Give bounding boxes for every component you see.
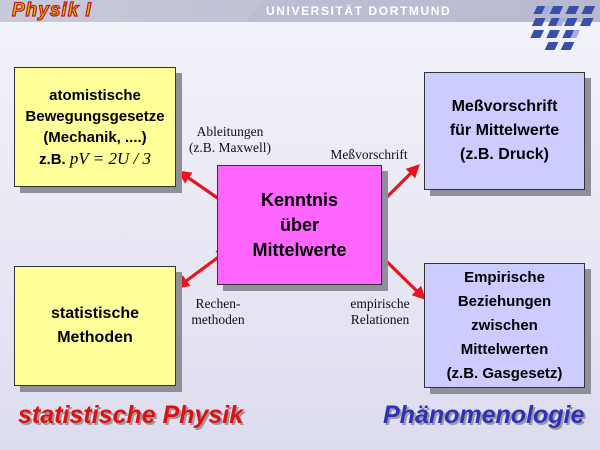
edge-label-measurement: Meßvorschrift — [318, 147, 420, 163]
university-tab — [247, 0, 452, 22]
university-name: UNIVERSITÄT DORTMUND — [266, 4, 452, 18]
empirical-line-2: Beziehungen — [457, 292, 552, 310]
atomistic-line-3: (Mechanik, ....) — [43, 128, 147, 146]
university-logo-icon — [530, 6, 596, 50]
empirical-line-5: (z.B. Gasgesetz) — [446, 364, 563, 382]
measurement-line-3: (z.B. Druck) — [460, 146, 549, 163]
edge-label-derivations: Ableitungen (z.B. Maxwell) — [178, 124, 282, 156]
course-title: Physik I — [11, 0, 92, 22]
edge-label-empirical: empirische Relationen — [335, 296, 425, 328]
center-line-2: über — [279, 214, 319, 235]
statistical-line-2: Methoden — [57, 329, 133, 346]
formula: pV = 2U / 3 — [69, 148, 151, 168]
empirical-edge-line-1: empirische — [350, 296, 410, 311]
empirical-relations-box: Empirische Beziehungen zwischen Mittelwe… — [424, 263, 585, 388]
derivations-line-1: Ableitungen — [196, 124, 264, 139]
atomistic-line-1: atomistische — [49, 86, 141, 104]
center-knowledge-box: Kenntnis über Mittelwerte — [217, 165, 382, 285]
empirical-line-4: Mittelwerten — [460, 340, 549, 358]
measurement-line-1: Meßvorschrift — [451, 98, 558, 115]
statistical-methods-box: statistische Methoden — [14, 266, 176, 386]
edge-label-computational: Rechen- methoden — [178, 296, 258, 328]
statistical-line-1: statistische — [50, 305, 140, 322]
formula-prefix: z.B. — [39, 150, 66, 168]
formula-line: z.B. pV = 2U / 3 — [39, 148, 151, 170]
center-line-3: Mittelwerte — [252, 239, 347, 260]
footer-statistical-physics: statistische Physik — [18, 401, 244, 429]
measurement-edge-line-1: Meßvorschrift — [330, 147, 408, 162]
center-line-1: Kenntnis — [260, 189, 338, 210]
derivations-line-2: (z.B. Maxwell) — [188, 140, 272, 155]
computational-line-2: methoden — [191, 312, 245, 327]
empirical-edge-line-2: Relationen — [350, 312, 410, 327]
computational-line-1: Rechen- — [195, 296, 241, 311]
measurement-line-2: für Mittelwerte — [449, 122, 560, 139]
empirical-line-3: zwischen — [471, 316, 538, 334]
atomistic-laws-box: atomistische Bewegungsgesetze (Mechanik,… — [14, 67, 176, 187]
footer-phenomenology: Phänomenologie — [383, 401, 585, 429]
empirical-line-1: Empirische — [464, 268, 545, 286]
atomistic-line-2: Bewegungsgesetze — [25, 107, 165, 125]
measurement-rule-box: Meßvorschrift für Mittelwerte (z.B. Druc… — [424, 72, 585, 190]
